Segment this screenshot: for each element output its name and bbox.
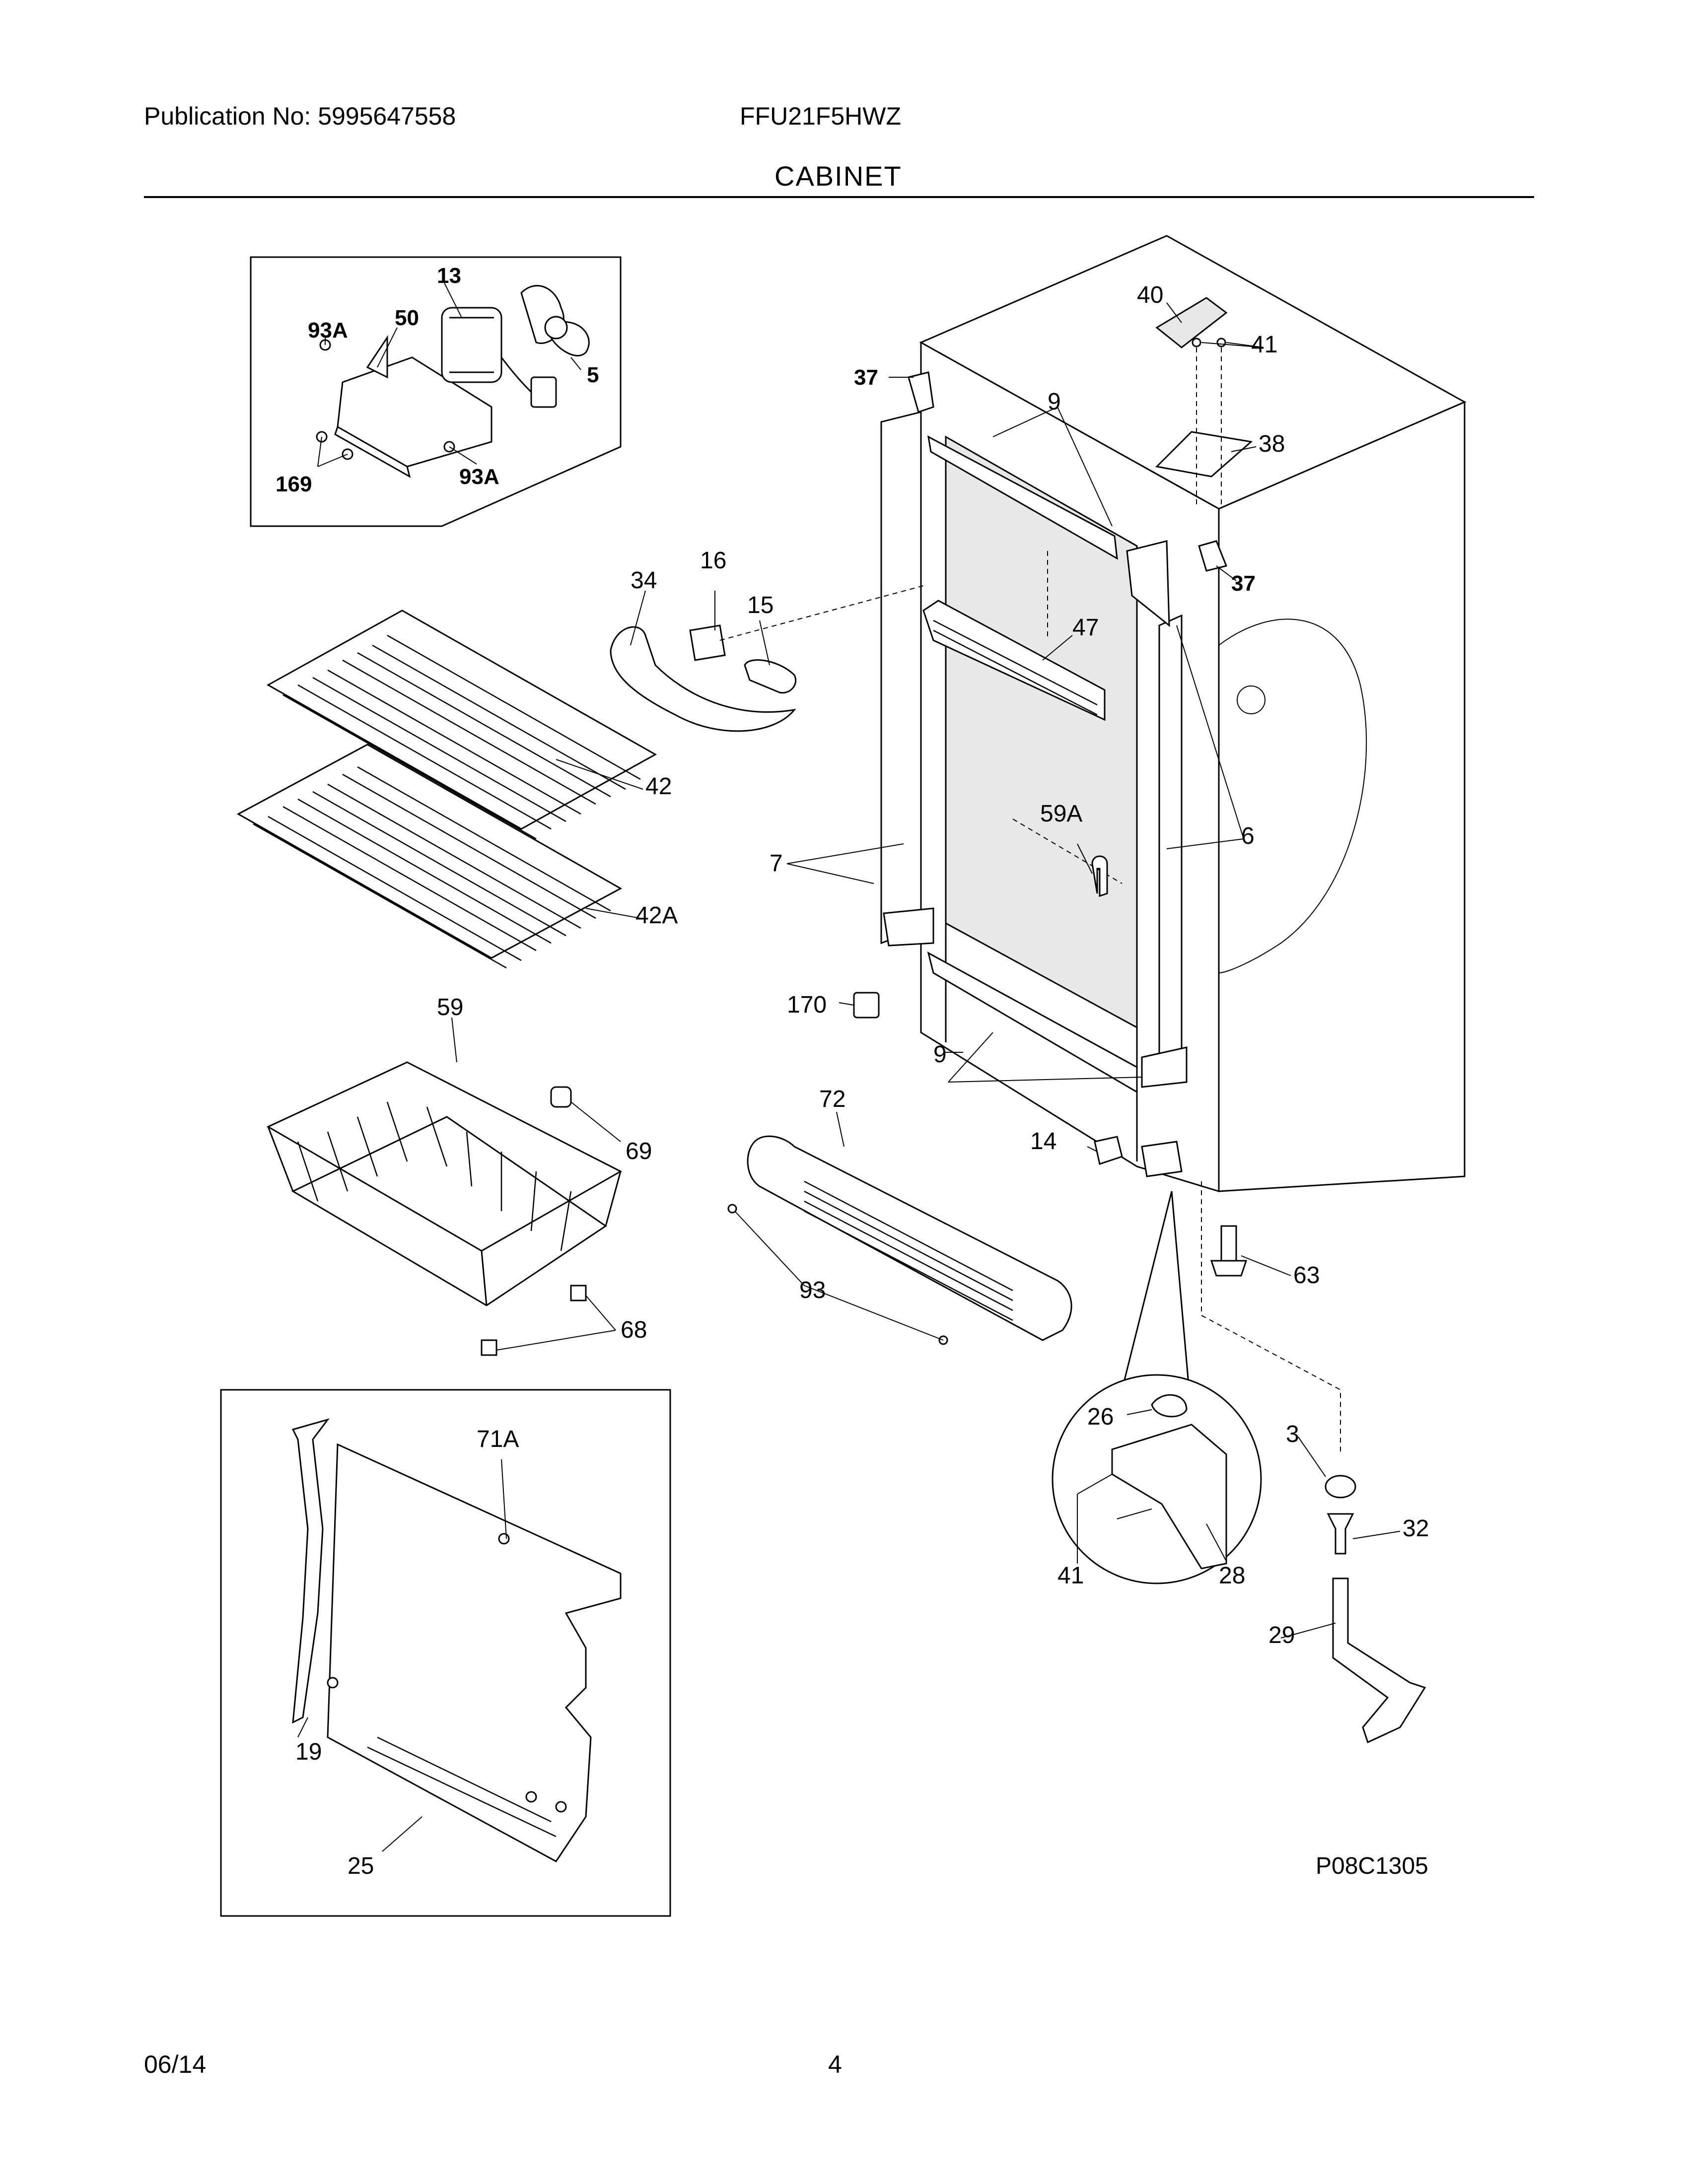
callout-16: 16 <box>700 547 726 574</box>
callout-labels: 13 50 93A 5 169 93A 40 41 37 9 38 37 34 … <box>276 264 1429 1879</box>
callout-71a: 71A <box>477 1426 519 1452</box>
callout-42: 42 <box>645 773 672 800</box>
section-title: CABINET <box>774 160 902 192</box>
callout-47: 47 <box>1072 614 1099 641</box>
callout-13: 13 <box>437 264 461 288</box>
callout-50: 50 <box>395 306 419 330</box>
fan-motor-inset <box>250 256 622 527</box>
page-number: 4 <box>828 2050 842 2078</box>
callout-9-bottom: 9 <box>933 1041 947 1068</box>
callout-29: 29 <box>1268 1622 1295 1648</box>
callout-14: 14 <box>1030 1128 1056 1155</box>
callout-40: 40 <box>1137 282 1163 308</box>
callout-42a: 42A <box>635 902 678 929</box>
callout-41-top: 41 <box>1251 332 1277 358</box>
wire-basket <box>266 1061 623 1356</box>
callout-68: 68 <box>621 1317 647 1343</box>
drawing-code: P08C1305 <box>1316 1853 1428 1879</box>
callout-69: 69 <box>626 1138 652 1164</box>
callout-6: 6 <box>1241 823 1255 849</box>
footer-date: 06/14 <box>144 2050 207 2078</box>
top-hinge-parts <box>908 297 1253 572</box>
callout-34: 34 <box>631 567 657 594</box>
header-rule <box>144 196 1534 198</box>
model-number: FFU21F5HWZ <box>740 102 901 130</box>
callout-93a-bottom: 93A <box>459 465 499 489</box>
callout-72: 72 <box>819 1086 845 1112</box>
callout-63: 63 <box>1293 1262 1320 1289</box>
kick-plate <box>727 1135 1072 1345</box>
callout-41-bottom: 41 <box>1057 1563 1084 1589</box>
callout-26: 26 <box>1087 1404 1114 1430</box>
bottom-hinge-parts <box>1052 1136 1341 1584</box>
leader-lines <box>297 302 1401 1852</box>
callout-169: 169 <box>276 472 312 496</box>
callout-5: 5 <box>587 363 599 387</box>
callout-15: 15 <box>747 592 774 618</box>
publication-number: Publication No: 5995647558 <box>144 102 456 130</box>
callout-37-right: 37 <box>1231 571 1256 596</box>
callout-170: 170 <box>787 992 827 1018</box>
callout-32: 32 <box>1403 1515 1429 1542</box>
callout-7: 7 <box>770 850 783 877</box>
callout-93a-top: 93A <box>308 318 348 342</box>
callout-93: 93 <box>799 1277 826 1303</box>
cabinet-body <box>919 235 1467 1193</box>
misc-clips <box>610 585 1108 1019</box>
leveling-legs <box>1325 1475 1426 1744</box>
callout-37-left: 37 <box>854 365 878 390</box>
toe-plate-inset <box>220 1389 671 1917</box>
callout-25: 25 <box>348 1853 374 1879</box>
callout-59: 59 <box>437 994 463 1021</box>
breaker-strips <box>880 411 1188 1093</box>
callout-28: 28 <box>1219 1563 1245 1589</box>
callout-38: 38 <box>1259 431 1285 457</box>
callout-3: 3 <box>1286 1421 1299 1447</box>
callout-19: 19 <box>295 1739 322 1765</box>
air-duct-47 <box>922 600 1106 721</box>
callout-9-top: 9 <box>1048 389 1061 415</box>
callout-59a: 59A <box>1040 801 1082 827</box>
wire-shelves <box>236 610 657 969</box>
